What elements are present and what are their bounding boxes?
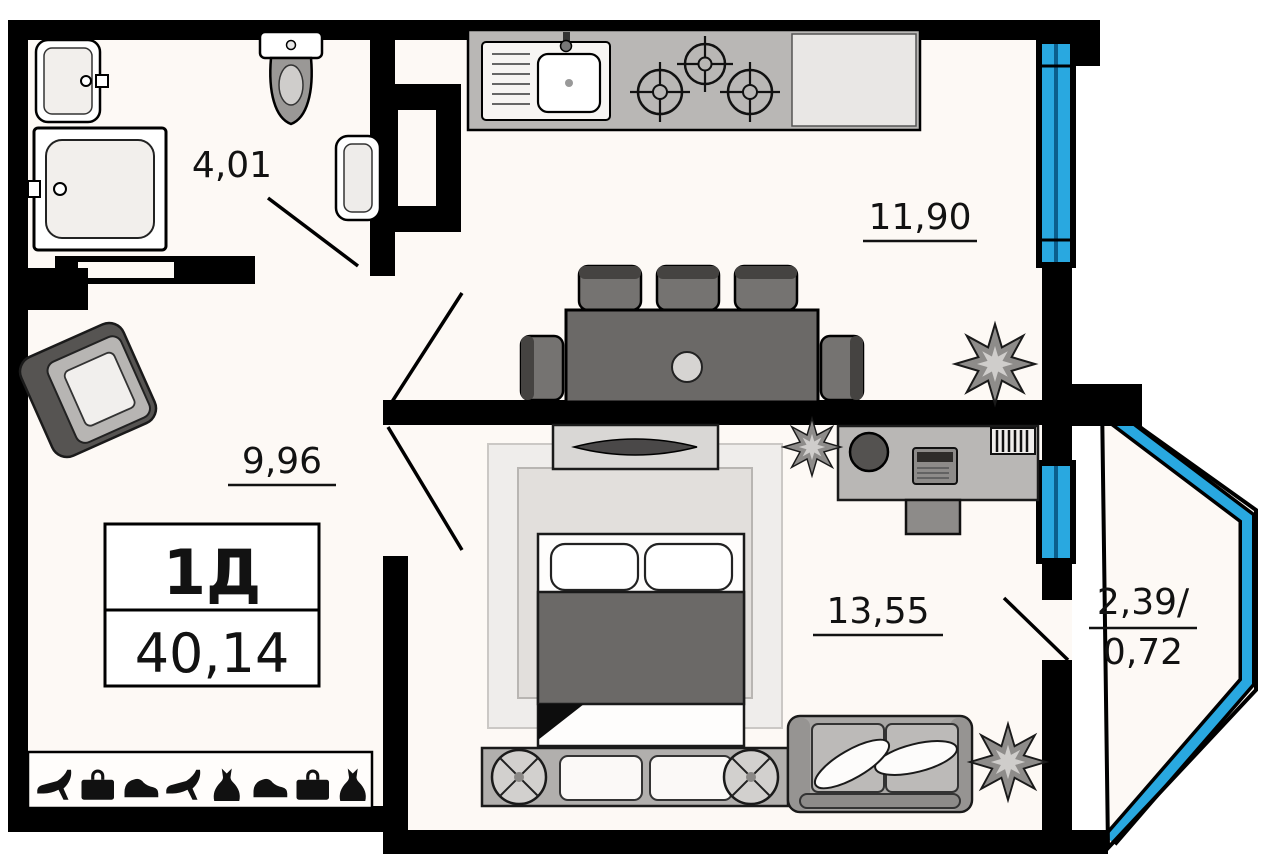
- stamp-box: [103, 522, 321, 688]
- toilet-icon: [258, 30, 324, 126]
- washbasin-icon: [34, 38, 109, 124]
- balcony-outline: [1099, 396, 1258, 853]
- title-stamp: 1Д 40,14: [103, 522, 321, 688]
- chair-icon: [519, 334, 565, 402]
- chair-icon: [577, 264, 643, 312]
- wall-left: [8, 20, 28, 832]
- wall-balcony-corner: [1070, 384, 1142, 426]
- wall-bathroom-south-notch: [78, 262, 174, 278]
- sofa-back: [799, 793, 961, 809]
- bathroom-fixtures: [27, 30, 382, 252]
- wall-east-bottom: [1042, 660, 1072, 832]
- area-label-hall: 9,96: [242, 441, 322, 482]
- chair-icon: [733, 264, 799, 312]
- dresser-icon: [551, 423, 720, 471]
- wall-top-right-return: [1072, 40, 1100, 66]
- double-bed-icon: [536, 532, 746, 748]
- area-label-bedroom: 13,55: [826, 591, 929, 632]
- bedroom-furniture: [480, 423, 790, 808]
- door-swing-balcony: [1002, 596, 1070, 662]
- door-swing-bathroom: [266, 196, 360, 268]
- armchair-icon: [18, 321, 158, 459]
- books-icon: [990, 427, 1036, 455]
- area-label-balcony-full: 2,39/: [1097, 582, 1190, 623]
- wall-hall-bedroom: [383, 556, 408, 832]
- workspace: [836, 424, 1040, 536]
- balcony: [1098, 396, 1258, 853]
- desk-chair-icon: [848, 431, 890, 473]
- pillow-icon: [643, 542, 734, 592]
- towel-dryer-icon: [334, 134, 382, 222]
- door-swing-bedroom: [386, 426, 464, 551]
- balcony-floor: [1102, 400, 1256, 848]
- balcony-glazing: [1100, 406, 1252, 844]
- area-labels: 4,01 11,90 9,96 13,55 2,39/ 0,72: [192, 145, 1197, 673]
- sofa-pillow-icon: [813, 738, 891, 790]
- plant-icon: [954, 323, 1036, 405]
- area-label-bathroom: 4,01: [192, 145, 272, 186]
- blanket-fold: [538, 704, 584, 740]
- wall-east-below-window: [1042, 558, 1072, 600]
- vent-shaft-opening: [398, 110, 436, 206]
- wall-bottom-left: [8, 806, 390, 832]
- laptop-icon: [912, 447, 958, 485]
- area-label-kitchen: 11,90: [868, 197, 971, 238]
- kitchen-unit: [466, 28, 922, 132]
- door-swings: [266, 196, 1070, 662]
- pillow-icon: [549, 542, 640, 592]
- dining-set: [519, 264, 865, 404]
- sofa-pillow-icon: [874, 740, 958, 776]
- wardrobe-strip: [26, 750, 374, 810]
- stove-burners-icon: [630, 36, 780, 122]
- door-swing-kitchen: [386, 292, 464, 409]
- stool-icon: [490, 748, 548, 806]
- bedroom-window: [1036, 460, 1076, 564]
- stamp-layout-type: 1Д: [163, 536, 261, 609]
- wall-bottom-right: [383, 830, 1108, 854]
- area-label-balcony-reduced: 0,72: [1103, 632, 1183, 673]
- wall-east-mid: [1042, 262, 1072, 465]
- chair-icon: [819, 334, 865, 402]
- wall-pier-left: [28, 268, 88, 310]
- chair-icon: [655, 264, 721, 312]
- sofa-armrest: [790, 718, 810, 810]
- kitchen-sink-icon: [481, 32, 611, 121]
- blanket: [536, 590, 746, 706]
- plant-icon: [969, 723, 1047, 801]
- cabinet-icon: [904, 498, 962, 536]
- sofa-icon: [786, 714, 974, 814]
- wall-mid-horizontal: [383, 400, 1042, 425]
- walls: [8, 20, 1142, 854]
- shower-icon: [27, 126, 168, 252]
- bench-icon: [480, 746, 790, 808]
- stamp-total-area: 40,14: [135, 622, 290, 685]
- counter-light-section: [791, 33, 917, 127]
- table-detail: [671, 351, 703, 383]
- plant-icon: [782, 417, 842, 477]
- kitchen-window: [1036, 38, 1076, 268]
- stool-icon: [722, 748, 780, 806]
